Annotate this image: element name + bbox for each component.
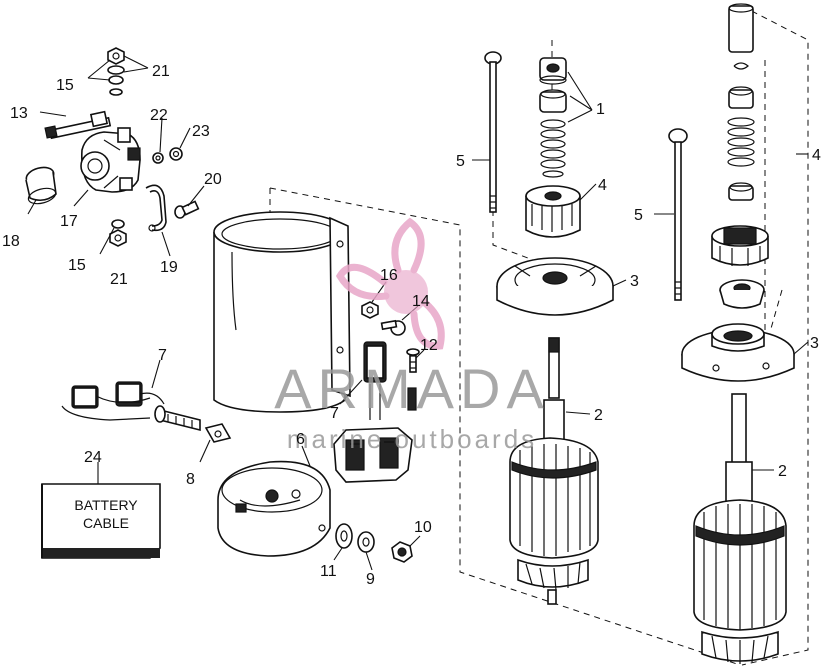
collar-right-icon — [719, 279, 765, 309]
end-cap-icon — [217, 460, 331, 557]
nut-21-top-icon — [107, 47, 125, 65]
callout-4-center: 4 — [598, 177, 607, 194]
callout-12: 12 — [420, 337, 438, 354]
callout-10: 10 — [414, 519, 432, 536]
callout-16: 16 — [380, 267, 398, 284]
callout-14: 14 — [412, 293, 430, 310]
callout-17: 17 — [60, 213, 78, 230]
callout-22: 22 — [150, 107, 168, 124]
callout-2-right: 2 — [778, 463, 787, 480]
washer-9-icon — [357, 531, 375, 553]
callout-5-right: 5 — [634, 207, 643, 224]
armature-2-right-icon — [693, 393, 787, 664]
washer-23-icon — [169, 147, 183, 161]
callout-15-top: 15 — [56, 77, 74, 94]
callout-4-right: 4 — [812, 147, 821, 164]
callout-2-center: 2 — [594, 407, 603, 424]
callout-5-center: 5 — [456, 153, 465, 170]
pinion-gear-right-icon — [711, 225, 769, 266]
screw-14-icon — [380, 319, 406, 336]
screw-12-icon — [406, 348, 420, 373]
pinion-gear-4-icon — [525, 185, 581, 238]
drive-parts-1-icon — [539, 57, 567, 113]
washer-11-icon — [335, 523, 353, 549]
bracket-19-icon — [145, 184, 167, 232]
drive-end-bracket-3-left-icon — [496, 257, 614, 316]
watermark-brand: ARMADA — [274, 357, 550, 420]
callout-8: 8 — [186, 471, 195, 488]
callout-labels: 21 15 13 22 23 20 17 18 15 19 21 7 24 8 … — [2, 63, 821, 588]
nut-16-icon — [361, 301, 379, 319]
solenoid-17-icon — [80, 127, 141, 193]
brush-holder-6-icon — [333, 427, 413, 483]
washer-15-top-icon — [107, 65, 125, 96]
terminal-stud-13-icon — [44, 110, 112, 140]
washer-15-bottom-icon — [111, 219, 125, 229]
battery-label-line2: CABLE — [83, 515, 129, 531]
nut-21-bottom-icon — [109, 229, 127, 247]
solenoid-group — [25, 47, 205, 257]
callout-1: 1 — [596, 101, 605, 118]
nut-22-icon — [152, 152, 164, 164]
callout-9: 9 — [366, 571, 375, 588]
callout-20: 20 — [204, 171, 222, 188]
callout-6: 6 — [296, 431, 305, 448]
armada-watermark: ARMADA marine outboards — [274, 217, 550, 454]
spring-icon — [540, 119, 566, 178]
watermark-tagline: marine outboards — [287, 424, 537, 454]
battery-label-line1: BATTERY — [74, 497, 138, 513]
field-coil-icon — [363, 341, 417, 420]
callout-11: 11 — [320, 563, 337, 580]
drive-kit-4-right-icon — [727, 3, 755, 201]
drive-end-bracket-3-right-icon — [681, 323, 795, 382]
callout-7-center: 7 — [330, 405, 339, 422]
callout-3-center: 3 — [630, 273, 639, 290]
clip-8-icon — [204, 423, 232, 443]
callout-7-left: 7 — [158, 347, 167, 364]
frame-housing-icon — [213, 211, 351, 413]
propeller-logo-icon — [335, 217, 445, 350]
callout-3-right: 3 — [810, 335, 819, 352]
callout-19: 19 — [160, 259, 178, 276]
brush-set-7-icon — [61, 381, 201, 432]
nut-10-icon — [391, 541, 413, 563]
callout-21-top: 21 — [152, 63, 170, 80]
thru-bolt-5-right-icon — [668, 128, 688, 301]
boot-18-icon — [25, 166, 57, 205]
callout-23: 23 — [192, 123, 210, 140]
armature-2-center-icon — [509, 337, 599, 605]
callout-24: 24 — [84, 449, 102, 466]
callout-13: 13 — [10, 105, 28, 122]
screw-20-icon — [174, 200, 200, 219]
battery-cable-label-24: BATTERY CABLE — [41, 462, 161, 559]
callout-15-bottom: 15 — [68, 257, 86, 274]
thru-bolt-5-left-icon — [484, 51, 502, 213]
callout-18: 18 — [2, 233, 20, 250]
callout-21-bottom: 21 — [110, 271, 128, 288]
